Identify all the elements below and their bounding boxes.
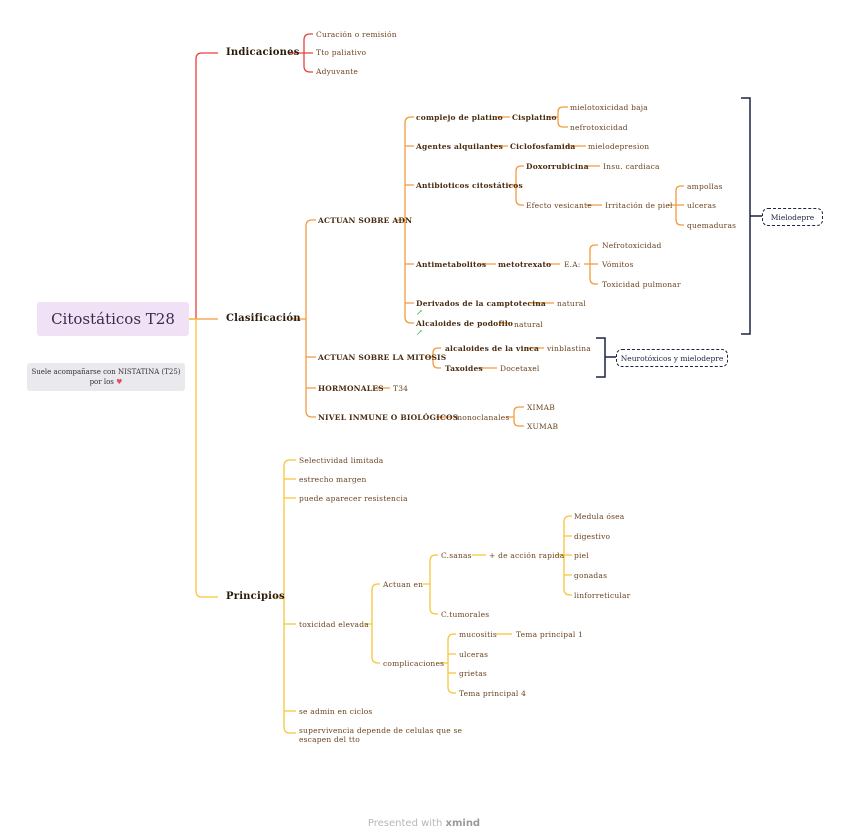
summary-neurotoxicos[interactable]: Neurotóxicos y mielodepre [616, 349, 728, 367]
note-line-1: Suele acompañarse con NISTATINA (T25) [31, 368, 181, 376]
topic-actuan-adn[interactable]: ACTUAN SOBRE ADN [318, 216, 413, 225]
principio-item[interactable]: puede aparecer resistencia [299, 494, 408, 503]
drug-metotrexato[interactable]: metotrexato [498, 260, 552, 269]
effect-item[interactable]: ampollas [687, 182, 723, 191]
topic-vesicante[interactable]: Efecto vesicante [526, 201, 592, 210]
topic-clasificacion[interactable]: Clasificación [226, 313, 301, 324]
effect-item[interactable]: Toxicidad pulmonar [602, 280, 681, 289]
effect-item[interactable]: Insu. cardiaca [603, 162, 660, 171]
principio-supervivencia-2[interactable]: escapen del tto [299, 735, 360, 744]
tissue-item[interactable]: gonadas [574, 571, 608, 580]
drug-ciclofosfamida[interactable]: Ciclofosfamida [510, 142, 576, 151]
footer-branding: Presented with xmind [367, 818, 481, 829]
principio-ciclos[interactable]: se admin en ciclos [299, 707, 373, 716]
complicacion-item[interactable]: Tema principal 4 [459, 689, 527, 698]
floating-note[interactable]: Suele acompañarse con NISTATINA (T25) po… [27, 363, 185, 391]
topic-irritacion[interactable]: Irritación de piel [605, 201, 673, 210]
topic-actuan-en[interactable]: Actuan en [383, 580, 424, 589]
indicacion-item[interactable]: Curación o remisión [316, 30, 397, 39]
topic-alquilantes[interactable]: Agentes alquilantes [416, 142, 504, 151]
topic-csanas[interactable]: C.sanas [441, 551, 472, 560]
drug-docetaxel[interactable]: Docetaxel [500, 364, 540, 373]
topic-inmune[interactable]: NIVEL INMUNE O BIOLÓGICOS [318, 413, 459, 422]
topic-antimetabolitos[interactable]: Antimetabolitos [416, 260, 487, 269]
drug-cisplatino[interactable]: Cisplatino [512, 113, 557, 122]
effect-item[interactable]: mielotoxicidad baja [570, 103, 648, 112]
tissue-item[interactable]: piel [574, 551, 589, 560]
root-topic[interactable]: Citostáticos T28 [37, 302, 189, 336]
complicacion-item[interactable]: mucositis [459, 630, 497, 639]
topic-vinca[interactable]: alcaloides de la vinca [445, 344, 540, 353]
principio-item[interactable]: estrecho margen [299, 475, 367, 484]
value-natural[interactable]: natural [514, 320, 544, 329]
effect-item[interactable]: Nefrotoxicidad [602, 241, 662, 250]
topic-ea[interactable]: E.A: [564, 260, 581, 269]
principio-item[interactable]: Selectividad limitada [299, 456, 384, 465]
complicacion-item[interactable]: ulceras [459, 650, 489, 659]
topic-monoclonales[interactable]: monoclanales [455, 413, 510, 422]
topic-principios[interactable]: Principios [226, 591, 285, 602]
note-line-2: por los ♥ [89, 378, 123, 386]
effect-item[interactable]: mielodepresion [588, 142, 650, 151]
tissue-item[interactable]: linforreticular [574, 591, 631, 600]
topic-ctumorales[interactable]: C.tumorales [441, 610, 490, 619]
topic-podofilo[interactable]: Alcaloides de podofilo [416, 319, 514, 328]
link-icon[interactable]: ↗ [416, 328, 423, 337]
topic-platino[interactable]: complejo de platino [416, 113, 503, 122]
topic-camptotecina[interactable]: Derivados de la camptotecina [416, 299, 546, 308]
topic-antibioticos[interactable]: Antibioticos citostáticos [416, 181, 523, 190]
complicacion-item[interactable]: grietas [459, 669, 487, 678]
tissue-item[interactable]: digestivo [574, 532, 611, 541]
topic-indicaciones[interactable]: Indicaciones [226, 47, 300, 58]
effect-item[interactable]: Vómitos [602, 260, 634, 269]
topic-toxicidad[interactable]: toxicidad elevada [299, 620, 369, 629]
effect-item[interactable]: quemaduras [687, 221, 737, 230]
topic-rapida[interactable]: + de acción rapida [489, 551, 565, 560]
drug-vinblastina[interactable]: vinblastina [547, 344, 591, 353]
effect-item[interactable]: ulceras [687, 201, 717, 210]
effect-item[interactable]: nefrotoxicidad [570, 123, 628, 132]
heart-icon: ♥ [116, 378, 123, 386]
topic-taxoides[interactable]: Taxoides [445, 364, 483, 373]
value-natural[interactable]: natural [557, 299, 587, 308]
summary-mielodepre[interactable]: Mielodepre [762, 208, 823, 226]
item-xumab[interactable]: XUMAB [527, 422, 559, 431]
principio-supervivencia-1[interactable]: supervivencia depende de celulas que se [299, 726, 463, 735]
topic-complicaciones[interactable]: complicaciones [383, 659, 445, 668]
item-ximab[interactable]: XIMAB [527, 403, 555, 412]
value-t34[interactable]: T34 [393, 384, 409, 393]
link-icon[interactable]: ↗ [416, 308, 423, 317]
topic-tema-1[interactable]: Tema principal 1 [516, 630, 584, 639]
indicacion-item[interactable]: Tto paliativo [316, 48, 367, 57]
tissue-item[interactable]: Medula ósea [574, 512, 625, 521]
topic-actuan-mitosis[interactable]: ACTUAN SOBRE LA MITOSIS [318, 353, 447, 362]
indicacion-item[interactable]: Adyuvante [316, 67, 359, 76]
drug-doxorrubicina[interactable]: Doxorrubicina [526, 162, 589, 171]
topic-hormonales[interactable]: HORMONALES [318, 384, 384, 393]
